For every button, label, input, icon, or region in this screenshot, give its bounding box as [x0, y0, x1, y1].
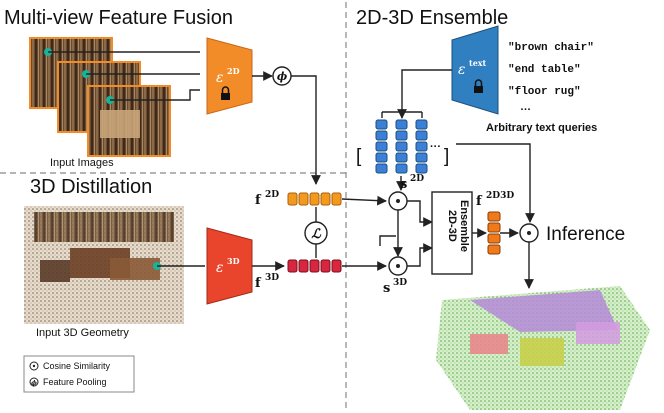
f2d-vector: [287, 192, 342, 206]
input-3d-geometry: [24, 206, 184, 324]
loss-node: ℒ: [304, 221, 328, 245]
query-3: "floor rug": [508, 86, 581, 98]
encoder-3d-symbol: ε: [216, 260, 224, 276]
cosine-node-inference: [519, 223, 539, 243]
section-title-distill: 3D Distillation: [30, 176, 152, 198]
pooling-symbol: ϕ: [277, 70, 288, 83]
ensemble-label-line2: Ensemble: [458, 200, 470, 252]
bracket-left: [: [356, 146, 362, 167]
svg-text:ϕ: ϕ: [31, 380, 37, 387]
f2d3d-label: f: [476, 194, 483, 209]
f3d-sup: 3D: [265, 273, 279, 283]
input-images-label: Input Images: [50, 157, 114, 169]
legend-cosine: Cosine Similarity: [43, 361, 111, 371]
s3d-sup: 3D: [393, 278, 407, 288]
segmented-output: [436, 286, 650, 410]
bracket-right: ]: [444, 146, 449, 167]
encoder-2d-sup: 2D: [227, 66, 240, 76]
s2d-label: s: [400, 177, 407, 192]
cosine-legend-icon: [29, 361, 39, 371]
s2d-sup: 2D: [410, 174, 424, 184]
encoder-2d: ε 2D: [206, 37, 253, 115]
section-title-multiview: Multi-view Feature Fusion: [4, 7, 233, 29]
query-2: "end table": [508, 64, 581, 76]
query-ellipsis: …: [520, 101, 531, 113]
inference-label: Inference: [546, 224, 625, 245]
feature-pooling-node: ϕ: [272, 66, 292, 86]
f2d3d-sup: 2D3D: [486, 191, 514, 201]
encoder-text: ε text: [451, 25, 499, 115]
f2d-sup: 2D: [265, 190, 279, 200]
input-geometry-label: Input 3D Geometry: [36, 327, 129, 339]
encoder-text-symbol: ε: [458, 62, 466, 78]
text-embeddings: [ ] ···: [356, 119, 449, 174]
ensemble-module: 2D-3D Ensemble: [431, 191, 473, 275]
cosine-node-2d: [388, 191, 408, 211]
loss-symbol: ℒ: [311, 227, 321, 242]
encoder-text-sup: text: [469, 58, 487, 68]
pooling-legend-icon: ϕ: [29, 377, 39, 387]
encoder-3d-sup: 3D: [227, 256, 240, 266]
encoder-3d: ε 3D: [206, 227, 253, 305]
f3d-vector: [287, 259, 342, 273]
lock-icon: [474, 79, 483, 93]
input-images: [29, 37, 171, 157]
legend-pooling: Feature Pooling: [43, 377, 107, 387]
legend: Cosine Similarity ϕ Feature Pooling: [23, 355, 135, 393]
f2d3d-vector: [487, 211, 501, 255]
f3d-label: f: [255, 276, 262, 291]
ensemble-label-line1: 2D-3D: [446, 210, 458, 242]
arbitrary-queries-label: Arbitrary text queries: [486, 122, 597, 134]
f2d-label: f: [255, 193, 262, 208]
cosine-node-3d: [388, 256, 408, 276]
lock-icon: [221, 86, 230, 100]
query-1: "brown chair": [508, 42, 594, 54]
s3d-label: s: [383, 281, 390, 296]
encoder-2d-symbol: ε: [216, 70, 224, 86]
section-title-ensemble: 2D-3D Ensemble: [356, 7, 508, 29]
text-vector-ellipsis: ···: [430, 141, 441, 153]
